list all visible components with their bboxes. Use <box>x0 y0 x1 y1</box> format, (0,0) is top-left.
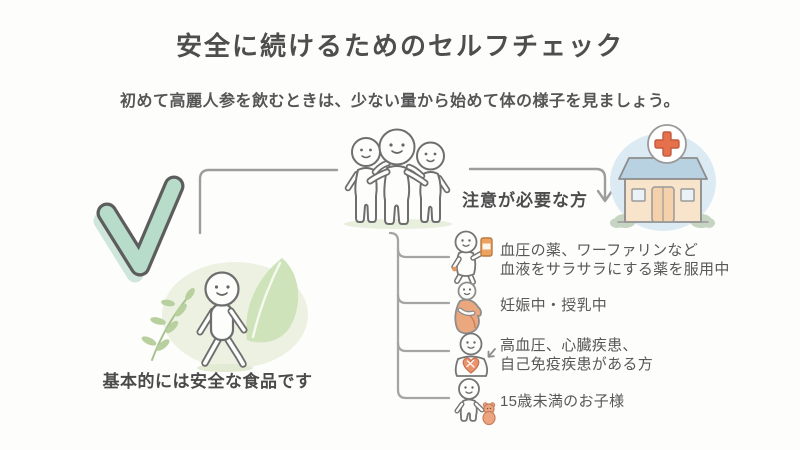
child-with-teddy-bear-icon <box>454 378 496 426</box>
person-taking-medicine-icon <box>451 230 493 285</box>
people-group-illustration <box>344 128 452 229</box>
list-item-text-line: 血液をサラサラにする薬を服用中 <box>500 261 730 278</box>
pregnant-woman-icon <box>454 281 482 335</box>
leaf-icon <box>246 258 299 343</box>
list-item: 血圧の薬、ワーファリンなど 血液をサラサラにする薬を服用中 <box>500 241 730 279</box>
hospital-icon <box>610 124 716 231</box>
person-with-heart-condition-icon <box>454 332 496 377</box>
list-item-text-line: 自己免疫疾患がある方 <box>500 356 654 373</box>
page-subtitle: 初めて高麗人参を飲むときは、少ない量から始めて体の様子を見ましょう。 <box>119 93 681 110</box>
caution-arrow <box>468 167 614 203</box>
leaf-sprig-icon <box>141 287 195 361</box>
pill-icon <box>452 266 457 272</box>
list-item: 15歳未満のお子様 <box>500 392 624 411</box>
checkmark-icon <box>93 175 185 283</box>
list-item-text-line: 妊娠中・授乳中 <box>500 297 608 314</box>
walking-figure <box>196 271 248 368</box>
caution-label: 注意が必要な方 <box>462 191 588 210</box>
list-item-text-line: 15歳未満のお子様 <box>500 393 625 410</box>
list-item-text-line: 血圧の薬、ワーファリンなど <box>500 242 699 259</box>
caution-list-connector <box>388 231 451 400</box>
walking-person-illustration <box>141 258 308 372</box>
list-item: 高血圧、心臓疾患、 自己免疫疾患がある方 <box>500 336 653 374</box>
safe-connector-line <box>198 168 339 235</box>
list-item-text-line: 高血圧、心臓疾患、 <box>500 337 638 354</box>
page-title: 安全に続けるためのセルフチェック <box>175 31 624 61</box>
list-item: 妊娠中・授乳中 <box>500 296 607 315</box>
safe-label: 基本的には安全な食品です <box>102 372 313 391</box>
teddy-bear-icon <box>482 402 496 426</box>
